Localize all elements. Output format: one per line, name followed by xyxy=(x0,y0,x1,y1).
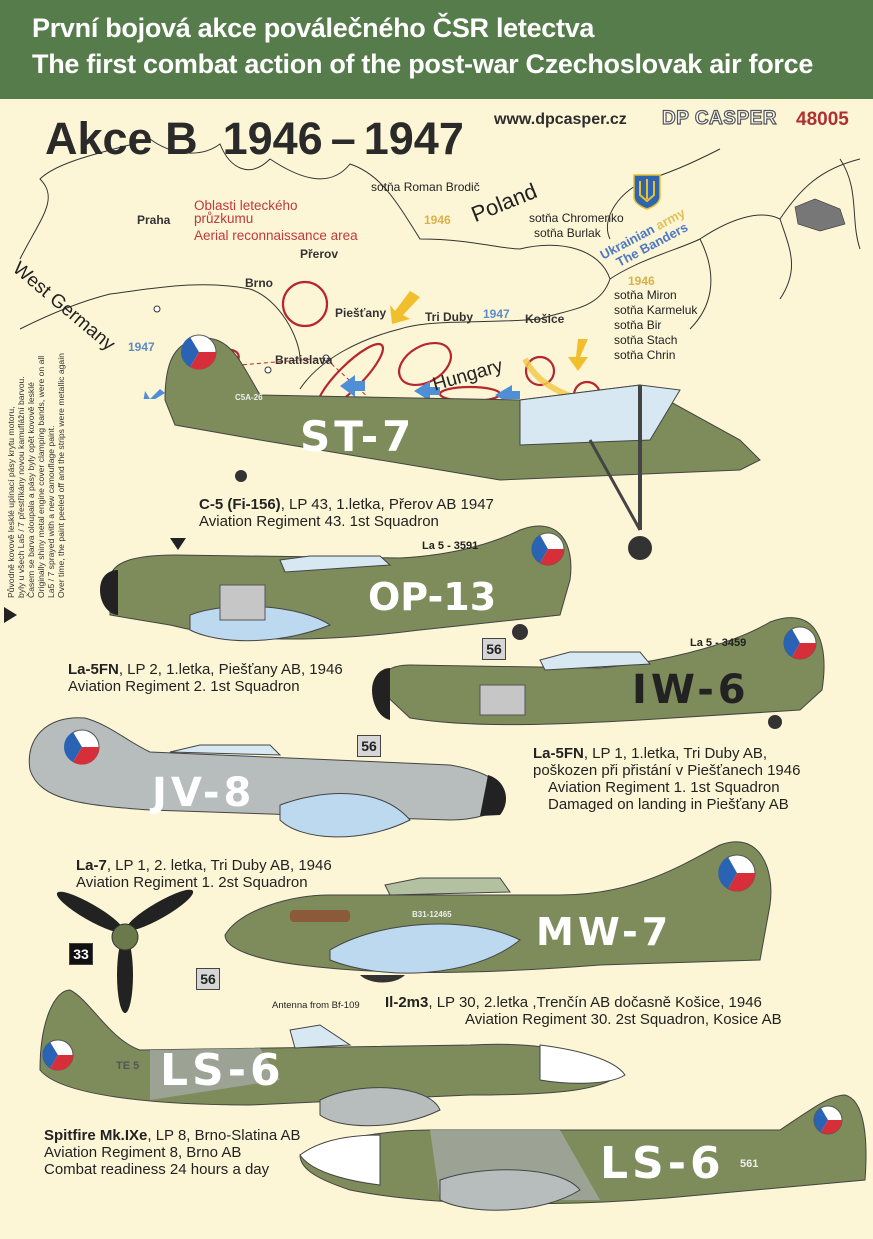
city-kosice: Košice xyxy=(525,312,565,326)
map xyxy=(19,138,861,399)
roundel-icon xyxy=(42,1039,74,1071)
roundel-icon xyxy=(783,626,817,660)
stencil-number-box: 56 xyxy=(196,968,220,990)
aircraft-la5-op13 xyxy=(100,525,572,642)
roundel-icon xyxy=(531,532,565,566)
city-piestany: Piešťany xyxy=(335,306,387,320)
ukrainian-route xyxy=(522,357,588,399)
recon-area-label-en: Aerial reconnaissance area xyxy=(194,228,358,243)
year-1947-b: 1947 xyxy=(483,307,510,321)
product-code: 48005 xyxy=(796,109,849,130)
aircraft-code: MW-7 xyxy=(536,910,673,954)
aircraft-code: OP-13 xyxy=(368,575,497,619)
aircraft-la7-jv8 xyxy=(28,717,507,838)
header-title-cs: První bojová akce poválečného ČSR letect… xyxy=(32,13,595,43)
caption-la5-op13: La-5FN, LP 2, 1.letka, Piešťany AB, 1946… xyxy=(68,661,343,695)
header-banner: První bojová akce poválečného ČSR letect… xyxy=(0,0,873,99)
title-name: Akce B xyxy=(45,113,198,164)
propeller-icon xyxy=(56,889,194,1013)
city-praha: Praha xyxy=(137,213,171,227)
triangle-marker-icon xyxy=(170,538,186,550)
sotna-chromenko: sotňa Chromenko xyxy=(529,211,624,225)
roundel-icon xyxy=(813,1105,843,1135)
triangle-marker-icon xyxy=(4,607,17,623)
aircraft-code: JV-8 xyxy=(152,770,256,816)
page-title: Akce B 1946–1947 xyxy=(45,113,464,165)
stencil-number-box: 56 xyxy=(357,735,381,757)
stencil-number-box: 56 xyxy=(482,638,506,660)
brand-url[interactable]: www.dpcasper.cz xyxy=(494,111,627,128)
roundel-icon xyxy=(718,854,756,892)
propeller-number-box: 33 xyxy=(69,943,93,965)
aircraft-serial: TE 5 xyxy=(116,1060,140,1072)
caption-il2: Il-2m3, LP 30, 2.letka ,Trenčín AB dočas… xyxy=(385,994,782,1028)
year-1946-a: 1946 xyxy=(424,213,451,227)
aircraft-code: LS-6 xyxy=(600,1138,725,1189)
sotna-burlak: sotňa Burlak xyxy=(534,226,601,240)
aircraft-serial: C5A-26 xyxy=(235,393,263,402)
gold-arrows xyxy=(390,291,588,371)
czechoslovakia-border xyxy=(19,138,611,390)
year-1946-b: 1946 xyxy=(628,274,655,288)
aircraft-spitfire-ls6-b xyxy=(299,1094,867,1211)
aircraft-serial: B31-12465 xyxy=(412,910,452,919)
header-title-en: The first combat action of the post-war … xyxy=(32,49,814,79)
city-bratislava: Bratislava xyxy=(275,353,333,367)
roundel-icon xyxy=(181,334,217,370)
caption-c5: C-5 (Fi-156), LP 43, 1.letka, Přerov AB … xyxy=(199,496,494,530)
aircraft-la5-iw6 xyxy=(372,617,825,729)
title-year-to: 1947 xyxy=(363,113,464,164)
year-1947-a: 1947 xyxy=(128,340,155,354)
aircraft-code: ST-7 xyxy=(300,412,416,461)
aircraft-code: IW-6 xyxy=(632,667,750,713)
ukraine-trident-icon xyxy=(633,174,661,210)
city-brno: Brno xyxy=(245,276,273,290)
title-year-from: 1946 xyxy=(222,113,323,164)
aircraft-spitfire-ls6-a xyxy=(39,989,626,1127)
antenna-note: Antenna from Bf-109 xyxy=(272,1000,360,1011)
aircraft-serial: 561 xyxy=(740,1158,759,1170)
caption-la5-iw6: La-5FN, LP 1, 1.letka, Tri Duby AB,poško… xyxy=(533,745,801,813)
aircraft-il2-mw7 xyxy=(224,841,772,983)
aircraft-c5-fi156 xyxy=(164,334,761,560)
cz-highlight xyxy=(794,198,846,232)
city-prerov: Přerov xyxy=(300,247,339,261)
aircraft-code: LS-6 xyxy=(160,1045,285,1096)
title-dash: – xyxy=(330,113,356,164)
roundel-icon xyxy=(64,729,100,765)
europe-border xyxy=(609,158,861,330)
brand-logo: DP CASPER xyxy=(661,107,778,129)
aircraft-serial: La 5 - 3591 xyxy=(422,540,479,552)
sotna-brodic: sotňa Roman Brodič xyxy=(371,180,480,194)
aircraft-serial: La 5 - 3459 xyxy=(690,637,747,649)
city-tri-duby: Tri Duby xyxy=(425,310,474,324)
